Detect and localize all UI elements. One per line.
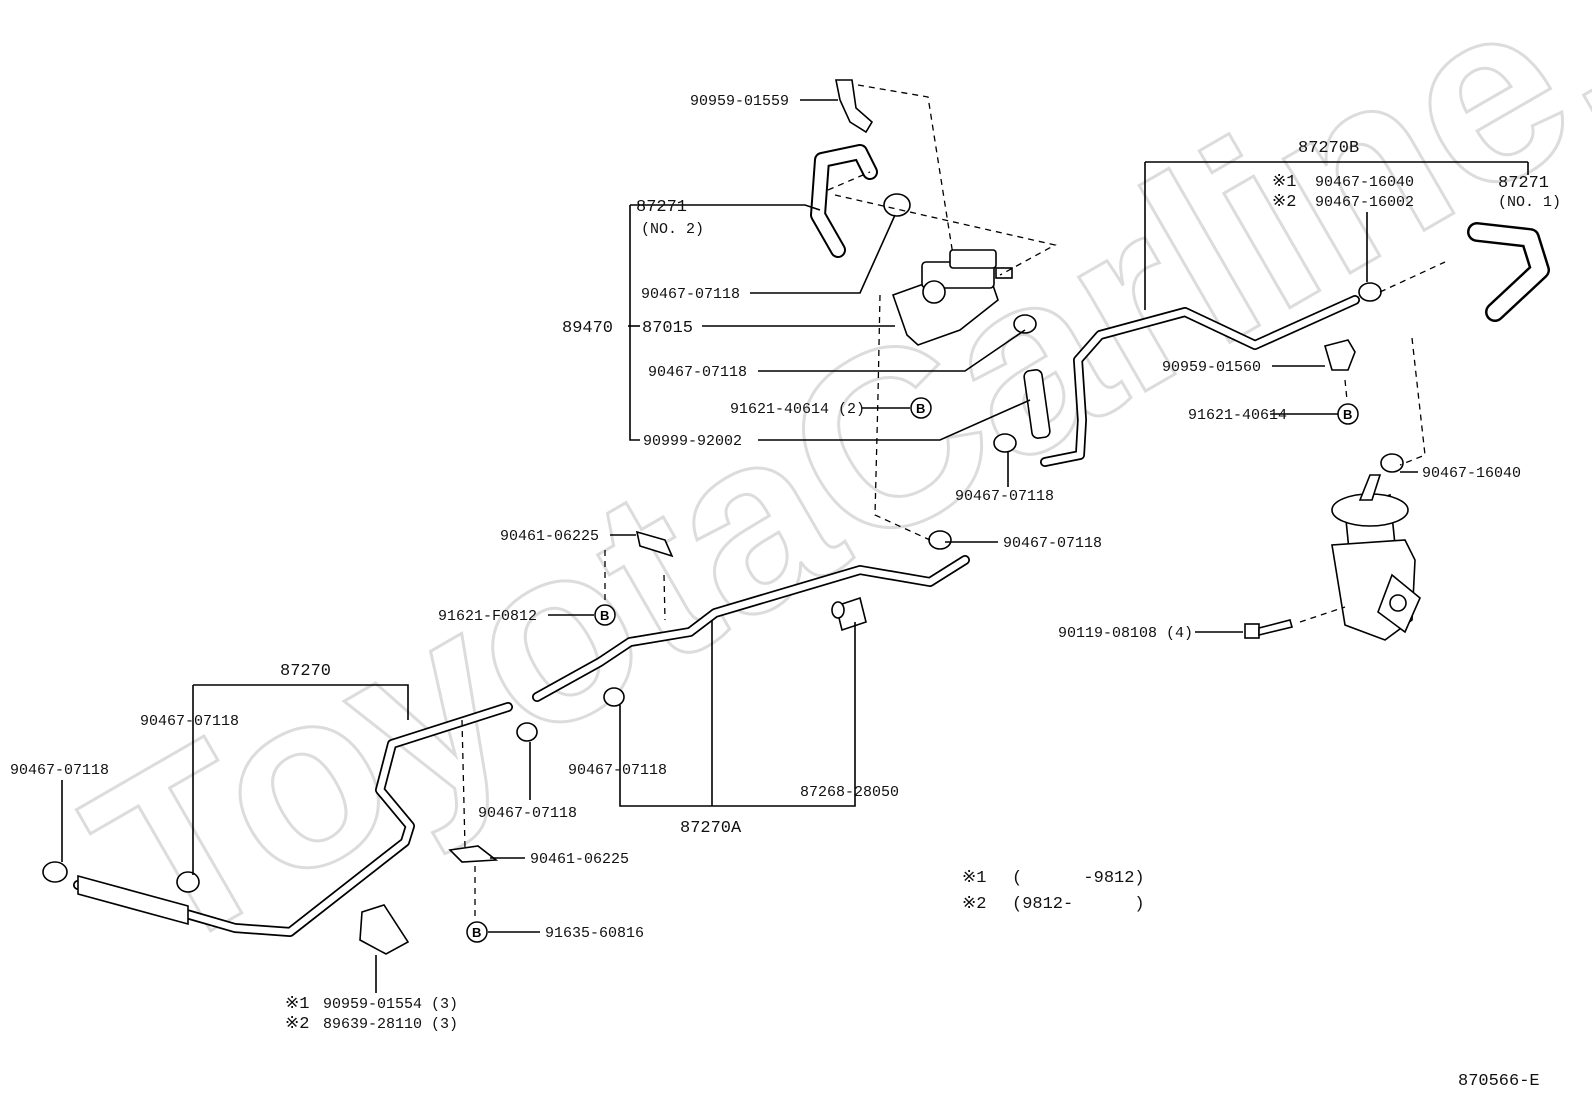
label-mark1-b: ※1 — [285, 995, 309, 1014]
label-87271-no1-sub: (NO. 1) — [1498, 194, 1561, 211]
label-87271-no2-sub: (NO. 2) — [641, 221, 704, 238]
label-90467-16040-s1: 90467-16040 — [1315, 174, 1414, 191]
canister — [1331, 474, 1421, 641]
bolt-90119-08108 — [1244, 619, 1293, 639]
bolt-mark-3: B — [600, 608, 609, 623]
note-range-1: ( -9812) — [1012, 869, 1145, 888]
label-91621-40614: 91621-40614 — [1188, 407, 1287, 424]
label-90959-01560: 90959-01560 — [1162, 359, 1261, 376]
label-90461-06225-a: 90461-06225 — [500, 528, 599, 545]
label-90959-01554: 90959-01554 (3) — [323, 996, 458, 1013]
label-90119-08108: 90119-08108 (4) — [1058, 625, 1193, 642]
pipe-87270a — [532, 555, 970, 702]
label-90467-07118-a: 90467-07118 — [641, 286, 740, 303]
notes-legend: ※1 ( -9812) ※2 (9812- ) — [962, 869, 1145, 914]
label-90467-16002-s2: 90467-16002 — [1315, 194, 1414, 211]
label-90467-16040: 90467-16040 — [1422, 465, 1521, 482]
bolt-mark-1: B — [916, 401, 925, 416]
note-mark-2: ※2 — [962, 895, 986, 914]
bolt-mark-2: B — [1343, 407, 1352, 422]
hose-end-left — [77, 874, 189, 926]
grommet-87268-28050 — [831, 596, 867, 632]
bolt-markers: B B B B — [466, 397, 1359, 943]
label-91621-40614-2: 91621-40614 (2) — [730, 401, 865, 418]
brackets — [359, 79, 1356, 955]
diagram-code: 870566-E — [1458, 1072, 1540, 1091]
note-range-2: (9812- ) — [1012, 895, 1145, 914]
label-87015: 87015 — [642, 319, 693, 338]
label-90999-92002: 90999-92002 — [643, 433, 742, 450]
label-90461-06225-b: 90461-06225 — [530, 851, 629, 868]
dashed-guides — [461, 84, 1446, 920]
label-87271-no1: 87271 — [1498, 174, 1549, 193]
label-91635-60816: 91635-60816 — [545, 925, 644, 942]
label-mark1-a: ※1 — [1272, 173, 1296, 192]
label-90467-07118-f: 90467-07118 — [10, 762, 109, 779]
label-mark2-b: ※2 — [285, 1015, 309, 1034]
label-mark2-a: ※2 — [1272, 193, 1296, 212]
hose-90999-92002 — [1023, 369, 1051, 439]
label-90467-07118-g: 90467-07118 — [568, 762, 667, 779]
hose-87271-no1 — [1467, 222, 1550, 322]
label-87268-28050: 87268-28050 — [800, 784, 899, 801]
label-90467-07118-d: 90467-07118 — [1003, 535, 1102, 552]
label-87271-no2: 87271 — [636, 198, 687, 217]
label-89639-28110: 89639-28110 (3) — [323, 1016, 458, 1033]
hose-87271-no2 — [810, 144, 878, 258]
label-87270b: 87270B — [1298, 139, 1359, 158]
label-90467-07118-c: 90467-07118 — [955, 488, 1054, 505]
label-90467-07118-b: 90467-07118 — [648, 364, 747, 381]
label-89470: 89470 — [562, 319, 613, 338]
note-mark-1: ※1 — [962, 869, 986, 888]
bolt-mark-4: B — [472, 925, 481, 940]
label-90467-07118-h: 90467-07118 — [478, 805, 577, 822]
label-91621-f0812: 91621-F0812 — [438, 608, 537, 625]
pipe-87270b — [1040, 295, 1360, 467]
leader-lines — [61, 99, 1529, 993]
label-87270a: 87270A — [680, 819, 742, 838]
part-labels: 90959-01559 87271 (NO. 2) 89470 90467-07… — [10, 93, 1561, 1034]
label-87270: 87270 — [280, 662, 331, 681]
pipe-87270 — [73, 702, 513, 937]
vsv-87015 — [891, 249, 1013, 346]
label-90959-01559: 90959-01559 — [690, 93, 789, 110]
label-90467-07118-e: 90467-07118 — [140, 713, 239, 730]
